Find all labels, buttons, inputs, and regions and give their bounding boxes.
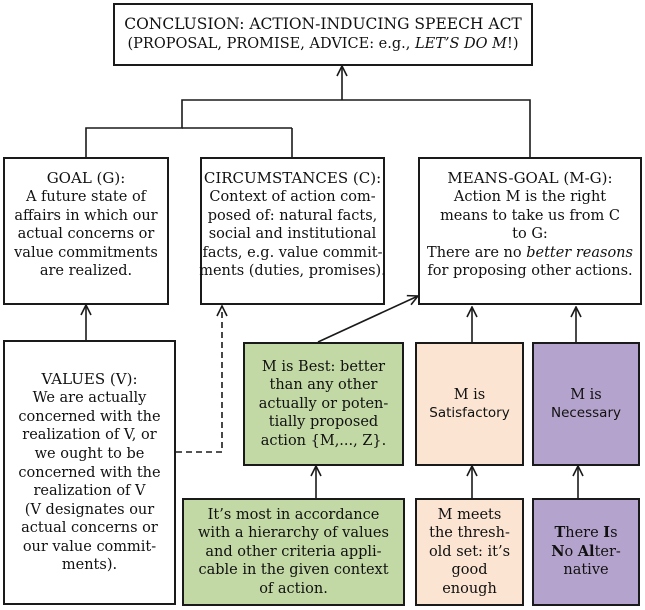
- goal-box: GOAL (G): A future state of affairs in w…: [3, 157, 169, 305]
- conclusion-subtitle: (PROPOSAL, PROMISE, ADVICE: e.g., LET’S …: [127, 36, 519, 53]
- circumstances-title: CIRCUMSTANCES (C):: [203, 169, 382, 187]
- tina-line-2: No Alter-: [551, 542, 621, 560]
- values-title: VALUES (V):: [41, 370, 138, 389]
- hierarchy-box: It’s most in accordance with a hierarchy…: [182, 498, 405, 606]
- circumstances-box: CIRCUMSTANCES (C): Context of action com…: [199, 157, 386, 305]
- means-goal-box: MEANS-GOAL (M-G): Action M is the right …: [418, 157, 642, 305]
- satisfactory-box: M is Satisfactory: [415, 342, 524, 466]
- tina-line-1: There Is: [554, 524, 618, 542]
- arrow-best-to-means-goal: [317, 296, 418, 343]
- conclusion-box: CONCLUSION: ACTION-INDUCING SPEECH ACT (…: [113, 3, 533, 66]
- means-goal-reason: There are no better reasons: [427, 244, 633, 261]
- tina-box: There Is No Alter- native: [532, 498, 640, 606]
- best-box: M is Best: better than any other actuall…: [243, 342, 404, 466]
- premise-bracket: [85, 99, 531, 157]
- conclusion-title: CONCLUSION: ACTION-INDUCING SPEECH ACT: [124, 15, 522, 34]
- goal-title: GOAL (G):: [46, 169, 126, 187]
- means-goal-title: MEANS-GOAL (M-G):: [447, 169, 613, 187]
- values-box: VALUES (V): We are actually concerned wi…: [3, 340, 176, 605]
- threshold-box: M meets the thresh- old set: it’s good e…: [415, 498, 524, 606]
- necessary-box: M is Necessary: [532, 342, 640, 466]
- arrow-values-to-circumstances: [176, 306, 222, 453]
- tina-line-3: native: [563, 562, 609, 579]
